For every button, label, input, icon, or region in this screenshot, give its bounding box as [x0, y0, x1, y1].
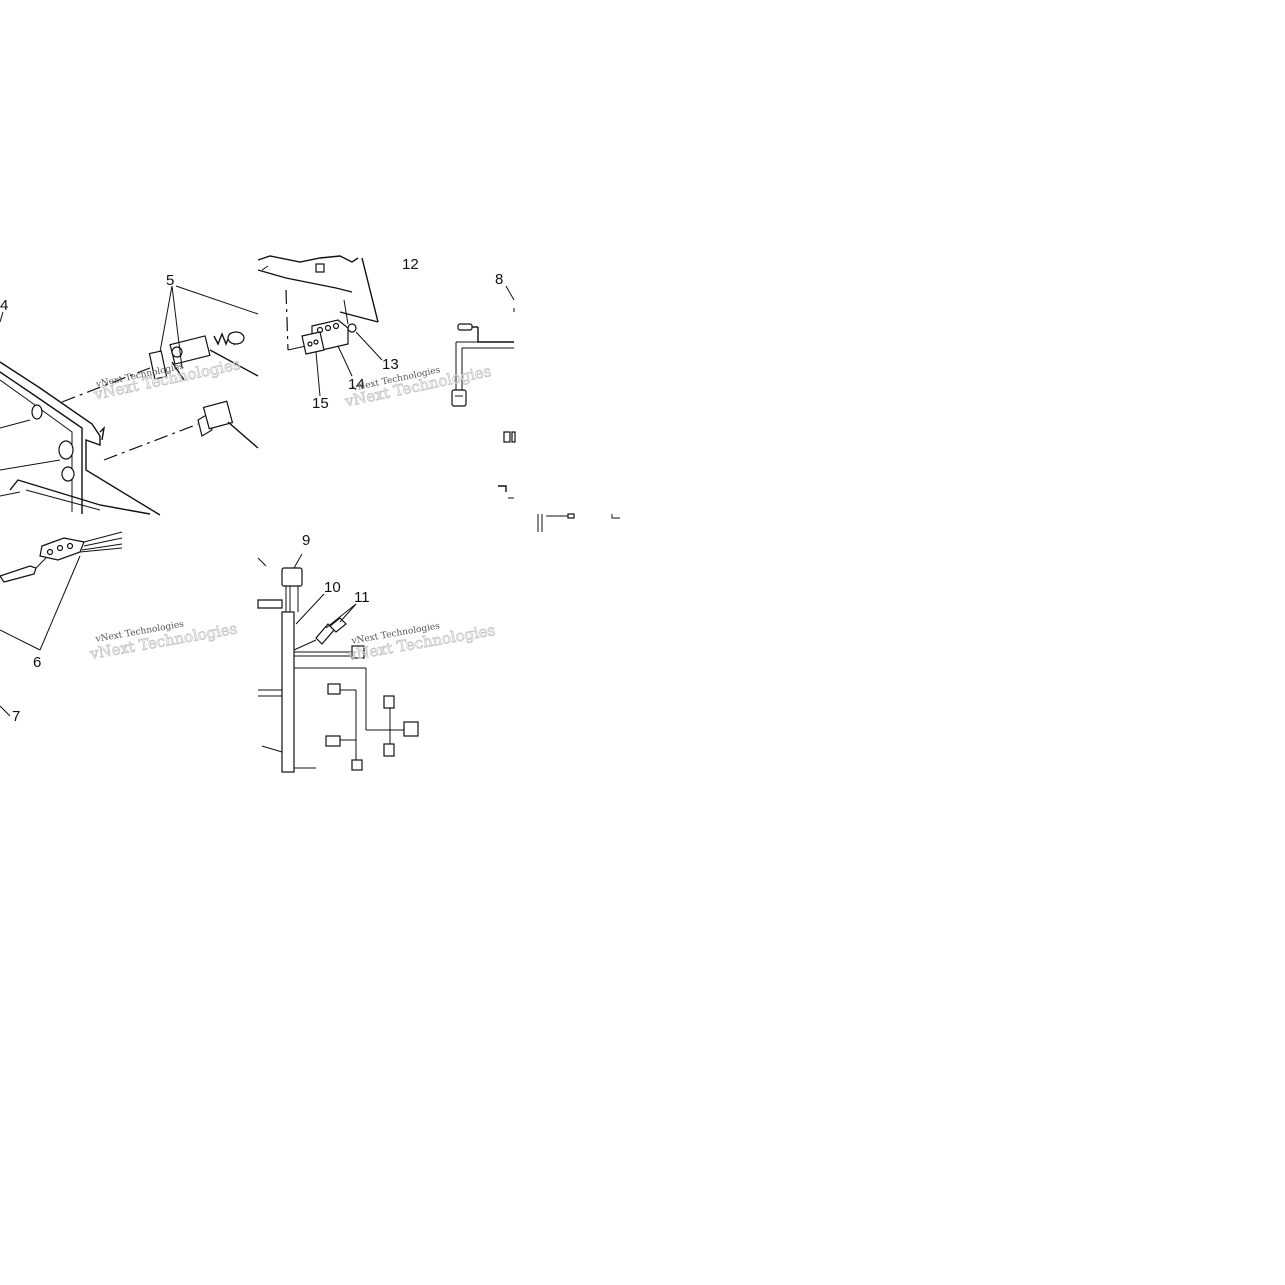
callout-12: 12: [402, 256, 419, 273]
panel-wire-parts-8: [451, 285, 620, 532]
panel-terminal-bracket: [257, 255, 383, 397]
callout-11: 11: [354, 589, 370, 606]
callout-14: 14: [348, 376, 365, 393]
callout-6: 6: [33, 654, 41, 671]
panel-wiring-harness: [257, 553, 419, 773]
callout-4: 4: [0, 297, 8, 314]
panel-connector-6-7: [0, 531, 123, 717]
dash-panel-plate: [0, 361, 161, 516]
switch-assembly-5: [61, 331, 259, 403]
callout-9: 9: [302, 532, 310, 549]
callout-5: 5: [166, 272, 174, 289]
callout-10: 10: [324, 579, 341, 596]
callout-labels: 4 5 6 7 8 9 10 11 12 13 14 15: [0, 256, 503, 725]
panel-dash-switches: [0, 285, 259, 516]
toggle-switch: [103, 400, 259, 461]
callout-15: 15: [312, 395, 329, 412]
callout-13: 13: [382, 356, 399, 373]
callout-8: 8: [495, 271, 503, 288]
callout-7: 7: [12, 708, 20, 725]
